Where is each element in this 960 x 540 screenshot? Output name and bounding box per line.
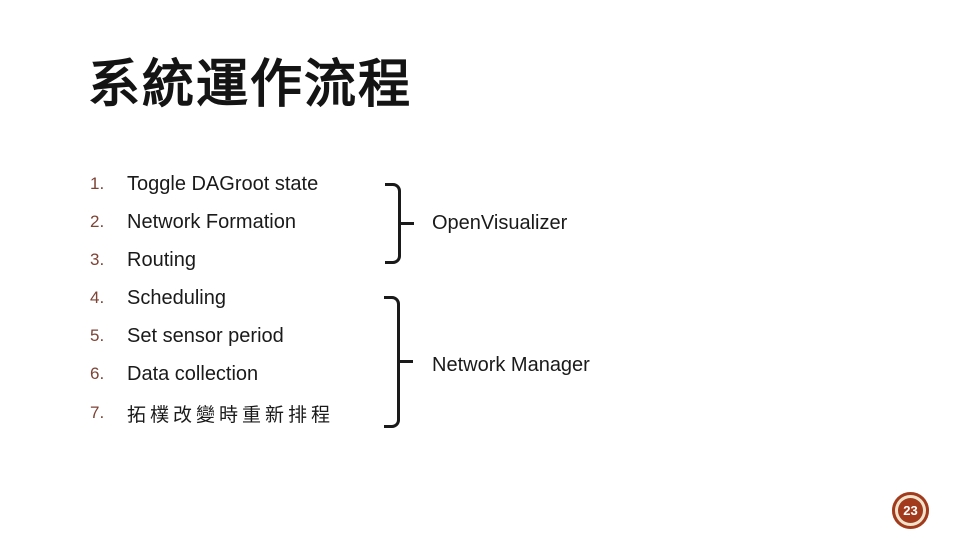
list-item-number: 4. — [90, 288, 105, 307]
bracket-tick — [399, 360, 413, 363]
list-item-text: Toggle DAGroot state — [127, 172, 319, 195]
list-item: 3. Routing — [90, 241, 196, 279]
list-item-text: Scheduling — [127, 286, 226, 309]
bracket-tick — [400, 221, 414, 225]
list-item-text: Set sensor period — [127, 324, 284, 347]
list-item: 2. Network Formation — [90, 203, 296, 241]
list-item-number: 5. — [90, 326, 105, 345]
list-item-number: 2. — [90, 212, 105, 231]
group-label-openvisualizer: OpenVisualizer — [432, 212, 568, 234]
page-number-badge: 23 — [892, 492, 929, 529]
page-number: 23 — [903, 503, 918, 518]
list-item: 5. Set sensor period — [90, 317, 284, 355]
list-item: 6. Data collection — [90, 355, 258, 393]
list-item-text: 拓樸改變時重新排程 — [127, 403, 335, 426]
group-bracket-openvisualizer — [385, 183, 414, 264]
list-item-text: Data collection — [127, 362, 259, 385]
group-bracket-networkmanager — [384, 296, 413, 428]
list-item: 4. Scheduling — [90, 279, 226, 317]
list-item-number: 7. — [90, 403, 105, 422]
list-item-text: Network Formation — [127, 210, 296, 233]
group-label-networkmanager: Network Manager — [432, 354, 590, 376]
list-item: 7. 拓樸改變時重新排程 — [90, 394, 334, 432]
slide-title: 系統運作流程 — [88, 55, 413, 115]
list-item-number: 3. — [90, 250, 105, 269]
list-item-number: 6. — [90, 364, 105, 383]
list-item: 1. Toggle DAGroot state — [90, 165, 318, 203]
list-item-text: Routing — [127, 248, 196, 271]
list-item-number: 1. — [90, 174, 105, 193]
